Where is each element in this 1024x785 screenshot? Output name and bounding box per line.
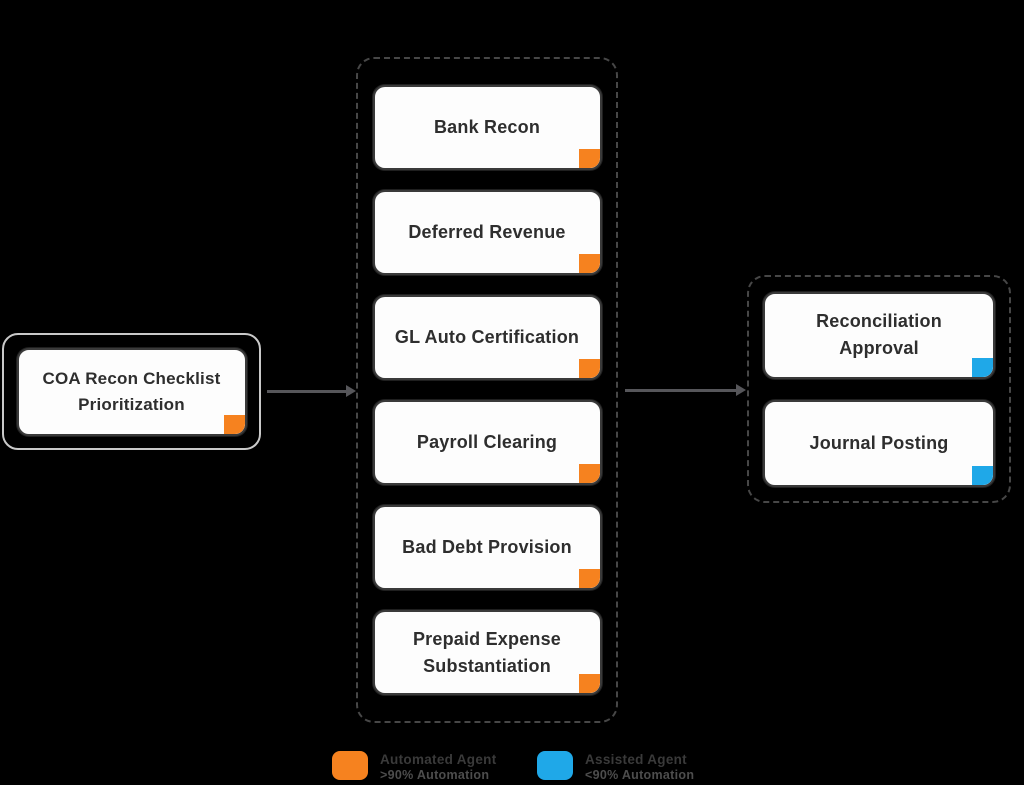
legend-title: Automated Agent: [380, 752, 497, 767]
legend-item-automated-agent: Automated Agent >90% Automation: [332, 751, 497, 783]
node-deferred-revenue: Deferred Revenue: [372, 190, 602, 275]
node-label: GL Auto Certification: [394, 327, 580, 347]
automation-corner-marker: [972, 465, 993, 485]
node-label: Payroll Clearing: [416, 432, 558, 452]
automation-corner-marker: [578, 254, 600, 273]
node-bad-debt-provision: Bad Debt Provision: [372, 505, 602, 590]
automation-corner-marker: [578, 464, 600, 483]
node-label: Reconciliation Approval: [816, 311, 942, 358]
node-payroll-clearing: Payroll Clearing: [372, 400, 602, 485]
legend-subtitle: >90% Automation: [380, 768, 490, 782]
automation-corner-marker: [223, 414, 245, 434]
node-coa-recon-checklist-prioritization: COA Recon Checklist Prioritization: [16, 347, 247, 436]
automation-corner-marker: [578, 359, 600, 378]
flow-arrow-middle-to-right: [625, 384, 746, 396]
recon-tasks-group-container: Bank Recon Deferred Revenue GL Auto Cert…: [356, 57, 618, 723]
node-label: Prepaid Expense Substantiation: [412, 628, 562, 676]
node-label: Deferred Revenue: [408, 222, 566, 242]
start-group-container: COA Recon Checklist Prioritization: [2, 333, 261, 450]
node-prepaid-expense-substantiation: Prepaid Expense Substantiation: [372, 610, 602, 695]
flow-arrow-start-to-middle: [267, 385, 356, 397]
node-label: Journal Posting: [809, 432, 949, 453]
legend-subtitle: <90% Automation: [585, 768, 695, 782]
approval-posting-group-container: Reconciliation Approval Journal Posting: [747, 275, 1011, 503]
legend-item-assisted-agent: Assisted Agent <90% Automation: [537, 751, 694, 783]
node-journal-posting: Journal Posting: [763, 399, 995, 487]
automation-corner-marker: [972, 357, 993, 377]
assisted-agent-swatch-icon: [537, 751, 573, 780]
node-gl-auto-certification: GL Auto Certification: [372, 295, 602, 380]
automation-corner-marker: [578, 674, 600, 693]
node-label: Bank Recon: [433, 117, 541, 137]
node-label: COA Recon Checklist Prioritization: [42, 369, 221, 414]
legend-title: Assisted Agent: [585, 752, 687, 767]
node-bank-recon: Bank Recon: [372, 85, 602, 170]
automation-corner-marker: [578, 569, 600, 588]
automated-agent-swatch-icon: [332, 751, 368, 780]
automation-corner-marker: [578, 149, 600, 168]
node-label: Bad Debt Provision: [402, 537, 572, 557]
node-reconciliation-approval: Reconciliation Approval: [763, 291, 995, 379]
